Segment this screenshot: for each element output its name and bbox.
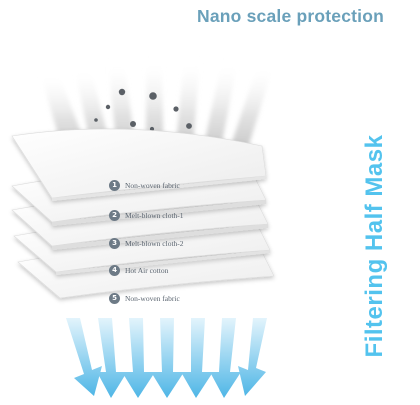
particle-dot [173,106,179,112]
filtered-air-arrow [122,318,155,398]
headline: Nano scale protection [197,6,385,26]
filtered-air-arrow [151,318,184,398]
side-title: Filtering Half Mask [361,134,388,358]
particle-dot [149,92,157,100]
layer-label: 5 Non-woven fabric [109,291,180,305]
layer-number-badge: 3 [109,237,120,249]
particle-dot [186,123,192,129]
layer-label: 1 Non-woven fabric [109,178,180,192]
layer-name: Hot Air cotton [125,265,169,275]
filter-layer-1 [11,128,267,201]
layer-number-badge: 4 [109,264,120,276]
filtered-air-arrow [97,318,127,398]
layer-label: 2 Melt-blown cloth-1 [109,208,184,222]
filtered-air-arrows [66,318,267,398]
filtered-air-arrow [238,318,267,396]
particle-dot [149,126,155,132]
particle-dot [105,104,111,110]
layer-label: 3 Melt-blown cloth-2 [109,236,184,250]
layer-number-badge: 2 [109,209,120,221]
layer-name: Melt-blown cloth-2 [125,238,184,248]
layer-name: Non-woven fabric [125,180,180,190]
layer-label: 4 Hot Air cotton [109,263,168,277]
layer-name: Non-woven fabric [125,293,180,303]
filter-layer-stack [11,128,275,299]
particle-dot [118,88,126,96]
particle-dot [94,118,98,122]
filtered-air-arrow [210,318,241,398]
layer-number-badge: 5 [109,292,120,304]
layer-name: Melt-blown cloth-1 [125,210,184,220]
particle-dot [130,121,136,127]
layer-number-badge: 1 [109,179,120,191]
filtered-air-arrow [181,318,213,398]
filtered-air-arrow [66,318,102,396]
